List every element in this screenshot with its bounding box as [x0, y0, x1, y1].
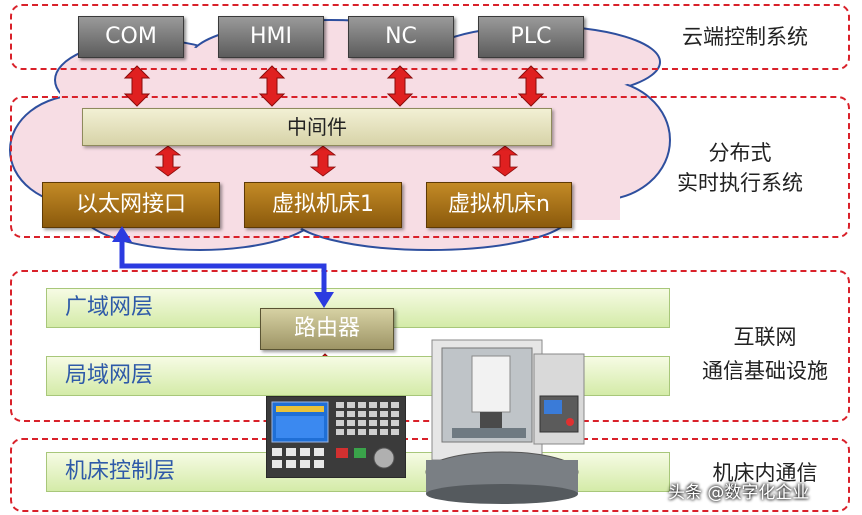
- realtime-label-line1: 分布式: [708, 141, 772, 165]
- machine-comm-frame: [10, 438, 850, 512]
- virtual-machine-n-box: 虚拟机床n: [426, 182, 572, 228]
- cloud-control-label: 云端控制系统: [682, 25, 808, 49]
- module-com: COM: [78, 16, 184, 58]
- virtual-machine-1-box: 虚拟机床1: [244, 182, 402, 228]
- watermark-text: 头条 @数字化企业: [668, 483, 810, 503]
- ethernet-interface-box: 以太网接口: [42, 182, 220, 228]
- network-label-line2: 通信基础设施: [702, 359, 828, 383]
- cloud-control-frame: [10, 4, 850, 70]
- network-frame: [10, 270, 850, 422]
- module-hmi: HMI: [218, 16, 324, 58]
- realtime-frame: [10, 96, 850, 238]
- middleware-box: 中间件: [82, 108, 552, 146]
- network-label-line1: 互联网: [733, 325, 797, 349]
- machine-comm-label: 机床内通信: [712, 461, 818, 485]
- module-nc: NC: [348, 16, 454, 58]
- module-plc: PLC: [478, 16, 584, 58]
- realtime-label-line2: 实时执行系统: [677, 171, 803, 195]
- cnc-machine-illustration: [425, 339, 585, 504]
- cnc-controller-panel-illustration: [266, 396, 406, 478]
- router-box: 路由器: [260, 308, 394, 350]
